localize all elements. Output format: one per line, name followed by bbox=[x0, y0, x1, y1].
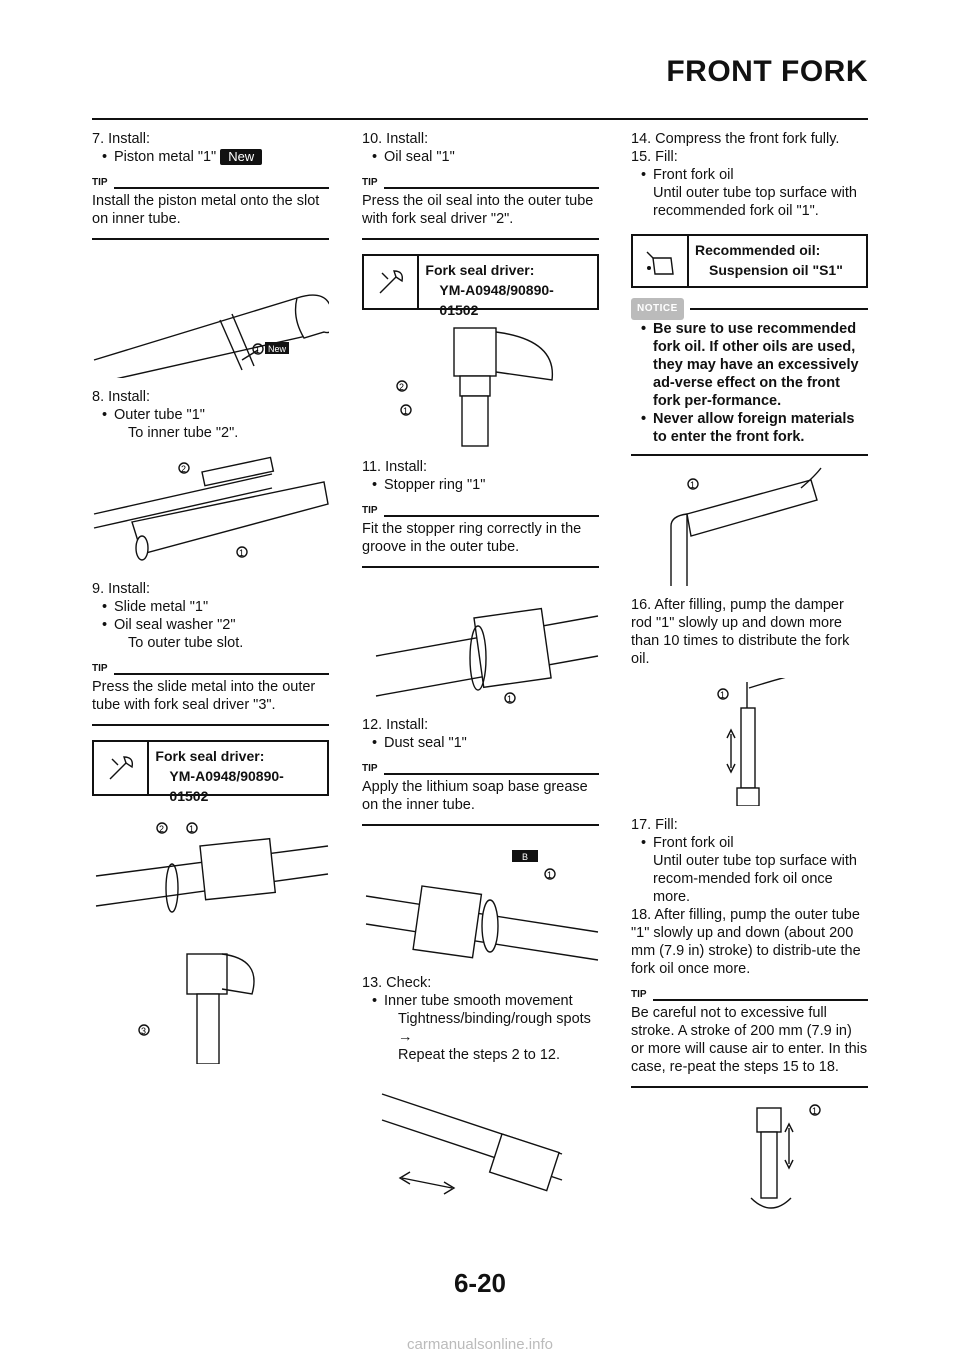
step-9-title: 9. Install: bbox=[92, 581, 151, 597]
callout-1: 1 bbox=[255, 345, 260, 355]
step-10-item: Oil seal "1" bbox=[362, 148, 599, 166]
tip-text: Press the oil seal into the outer tube w… bbox=[362, 193, 594, 227]
special-tool-box: Fork seal driver: YM-A0948/90890-01502 bbox=[92, 740, 329, 804]
stopper-ring-illustration: 1 bbox=[375, 607, 599, 704]
page-number: 6-20 bbox=[453, 1268, 507, 1298]
oil-seal-illustration: 2 1 bbox=[396, 327, 554, 447]
tip-label: TIP bbox=[92, 663, 108, 674]
step-17-sub: Until outer tube top surface with recom-… bbox=[653, 853, 857, 905]
special-tool-box: Fork seal driver: YM-A0948/90890-01502 bbox=[362, 254, 599, 318]
page-title: FRONT FORK bbox=[666, 55, 868, 88]
step-17-item: Front fork oil bbox=[631, 834, 868, 852]
step-8-sub: To inner tube "2". bbox=[128, 425, 239, 441]
tool-number: YM-A0948/90890-01502 bbox=[439, 282, 554, 318]
step-12-item: Dust seal "1" bbox=[362, 734, 599, 752]
column-2: 10. Install: Oil seal "1" TIP Press the … bbox=[362, 130, 599, 1212]
callout-1: 1 bbox=[189, 824, 194, 834]
tip-label: TIP bbox=[362, 763, 378, 774]
outer-tube-illustration: 2 1 bbox=[93, 456, 329, 561]
oil-value: Suspension oil "S1" bbox=[709, 262, 843, 278]
step-9-sub: To outer tube slot. bbox=[128, 635, 244, 651]
slide-metal-illustration: 2 1 bbox=[95, 822, 329, 913]
step-13-item: Inner tube smooth movement bbox=[362, 992, 599, 1010]
grease-badge: B bbox=[522, 852, 528, 862]
smooth-movement-illustration bbox=[381, 1093, 563, 1195]
oil-can-icon bbox=[633, 236, 689, 286]
callout-2: 2 bbox=[181, 464, 186, 474]
tip-text: Install the piston metal onto the slot o… bbox=[92, 193, 320, 227]
tip-box: TIP Press the oil seal into the outer tu… bbox=[362, 174, 599, 240]
tool-name: Fork seal driver: bbox=[155, 748, 265, 764]
piston-metal-illustration: 1 New bbox=[93, 294, 329, 378]
callout-1: 1 bbox=[239, 548, 244, 558]
column-1: 7. Install: Piston metal "1"New TIP Inst… bbox=[92, 130, 329, 1074]
step-15-sub: Until outer tube top surface with recomm… bbox=[653, 185, 857, 219]
step-18: 18. After filling, pump the outer tube "… bbox=[631, 907, 861, 977]
step-8-title: 8. Install: bbox=[92, 389, 151, 405]
tip-box: TIP Press the slide metal into the outer… bbox=[92, 660, 329, 726]
step-17-title: 17. Fill: bbox=[631, 817, 678, 833]
callout-1: 1 bbox=[812, 1106, 817, 1116]
notice-label: NOTICE bbox=[631, 298, 684, 320]
step-13-title: 13. Check: bbox=[362, 975, 432, 991]
notice-box: NOTICE Be sure to use recommended fork o… bbox=[631, 298, 868, 456]
tip-label: TIP bbox=[631, 989, 647, 1000]
step-13-sub-1: Tightness/binding/rough spots → bbox=[398, 1011, 591, 1045]
tip-label: TIP bbox=[92, 177, 108, 188]
tip-label: TIP bbox=[362, 177, 378, 188]
step-13-sub-2: Repeat the steps 2 to 12. bbox=[398, 1047, 561, 1063]
new-badge: New bbox=[220, 149, 263, 165]
step-10-title: 10. Install: bbox=[362, 131, 429, 147]
damper-rod-illustration: 1 bbox=[717, 678, 786, 806]
outer-tube-pump-illustration: 1 bbox=[750, 1104, 821, 1209]
step-7-item: Piston metal "1"New bbox=[92, 148, 329, 166]
callout-3: 3 bbox=[141, 1026, 146, 1036]
callout-1: 1 bbox=[720, 690, 725, 700]
tip-box: TIP Fit the stopper ring correctly in th… bbox=[362, 502, 599, 568]
header-rule bbox=[92, 118, 868, 120]
step-14: 14. Compress the front fork fully. bbox=[631, 131, 840, 147]
callout-2: 2 bbox=[399, 382, 404, 392]
step-15-item: Front fork oil bbox=[631, 166, 868, 184]
step-11-title: 11. Install: bbox=[362, 459, 428, 475]
step-9-item-1: Slide metal "1" bbox=[92, 598, 329, 616]
tool-name: Fork seal driver: bbox=[425, 262, 535, 278]
step-15-title: 15. Fill: bbox=[631, 149, 678, 165]
tool-number: YM-A0948/90890-01502 bbox=[169, 768, 284, 804]
wrench-icon bbox=[364, 256, 420, 308]
tip-text: Fit the stopper ring correctly in the gr… bbox=[362, 521, 582, 555]
tip-box: TIP Apply the lithium soap base grease o… bbox=[362, 760, 599, 826]
notice-item-2: Never allow foreign materials to enter t… bbox=[631, 410, 868, 446]
callout-1: 1 bbox=[403, 406, 408, 416]
seal-driver-illustration: 3 bbox=[138, 953, 255, 1064]
tip-text: Press the slide metal into the outer tub… bbox=[92, 679, 316, 713]
tip-box: TIP Install the piston metal onto the sl… bbox=[92, 174, 329, 240]
column-3: 14. Compress the front fork fully. 15. F… bbox=[631, 130, 868, 1236]
callout-1: 1 bbox=[507, 694, 512, 704]
callout-2: 2 bbox=[159, 824, 164, 834]
step-12-title: 12. Install: bbox=[362, 717, 429, 733]
step-16: 16. After filling, pump the damper rod "… bbox=[631, 597, 850, 667]
step-7-title: 7. Install: bbox=[92, 131, 151, 147]
tip-box: TIP Be careful not to excessive full str… bbox=[631, 986, 868, 1088]
callout-1: 1 bbox=[547, 870, 552, 880]
step-11-item: Stopper ring "1" bbox=[362, 476, 599, 494]
tip-text: Apply the lithium soap base grease on th… bbox=[362, 779, 588, 813]
wrench-icon bbox=[94, 742, 150, 794]
notice-item-1: Be sure to use recommended fork oil. If … bbox=[631, 320, 868, 410]
tip-label: TIP bbox=[362, 505, 378, 516]
callout-1: 1 bbox=[690, 480, 695, 490]
dust-seal-illustration: B 1 bbox=[365, 850, 599, 961]
recommended-oil-box: Recommended oil: Suspension oil "S1" bbox=[631, 234, 868, 288]
step-9-item-2: Oil seal washer "2" bbox=[92, 616, 329, 634]
oil-fill-illustration: 1 bbox=[670, 467, 822, 586]
oil-label: Recommended oil: bbox=[695, 242, 821, 258]
new-badge: New bbox=[268, 344, 287, 354]
step-8-item: Outer tube "1" bbox=[92, 406, 329, 424]
watermark: carmanualsonline.info bbox=[407, 1336, 553, 1353]
tip-text: Be careful not to excessive full stroke.… bbox=[631, 1005, 868, 1075]
